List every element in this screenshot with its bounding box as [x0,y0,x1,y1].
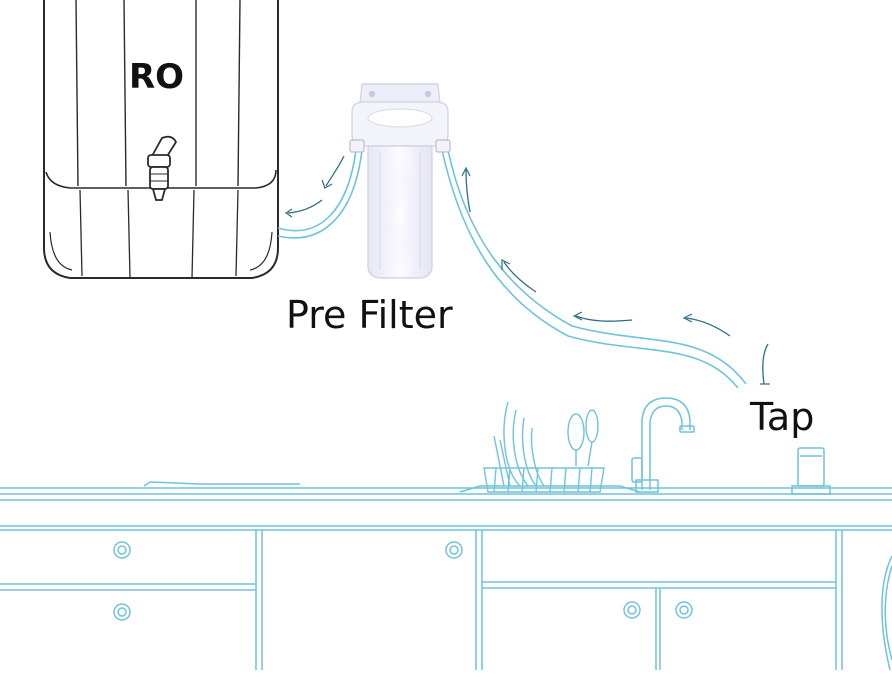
flow-arrows [284,155,770,385]
arrow-icon [503,261,537,293]
knob-icon [445,541,463,559]
arrow-icon [575,315,633,322]
ro-label: RO [129,57,184,97]
pre-filter [349,83,451,279]
knob-icon [113,541,131,559]
knob-icon [113,603,131,621]
tap-label: Tap [749,395,814,439]
pre-filter-label: Pre Filter [286,293,453,337]
inlet-tube [441,149,739,389]
tap-unit [791,447,831,495]
dish-rack [483,401,605,493]
kitchen-counter [0,481,892,531]
arrow-icon [685,317,731,337]
cabinet-knobs [113,541,693,621]
ro-faucet-icon [147,135,178,201]
knob-icon [675,601,693,619]
arrow-icon [465,169,471,213]
water-tubes [277,149,747,389]
outlet-tube [277,149,357,232]
kitchen-faucet [631,397,695,493]
knob-icon [623,601,641,619]
kitchen-cabinets [0,530,892,671]
